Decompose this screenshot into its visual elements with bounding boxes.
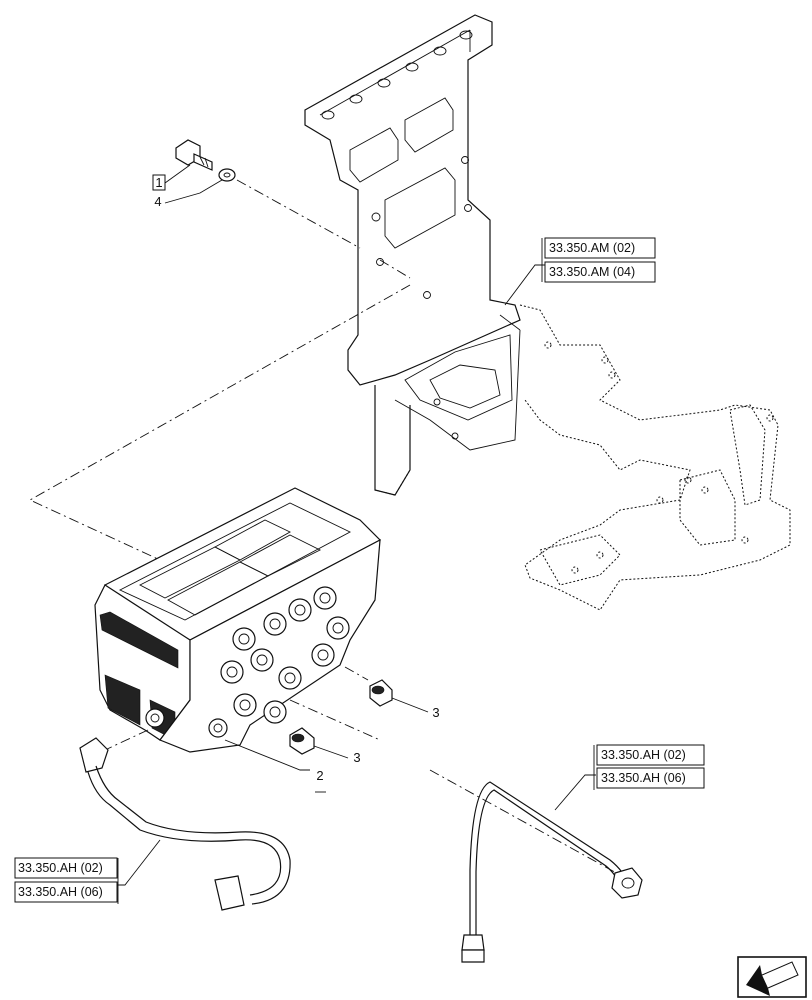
plug-part-lower: [289, 727, 315, 755]
pipe-right: [461, 781, 643, 963]
bolt-part: [175, 139, 213, 171]
callout-1: 1: [152, 164, 191, 191]
pipe-left-ref-bottom[interactable]: 33.350.AH (06): [14, 881, 118, 903]
callout-4: 4: [154, 179, 223, 209]
arrow-back-icon[interactable]: [737, 956, 807, 998]
pipe-centerline-right: [289, 699, 621, 876]
svg-text:33.350.AH (06): 33.350.AH (06): [601, 771, 686, 785]
pipe-centerline-left: [104, 729, 149, 751]
callout-2: 2: [224, 739, 326, 793]
control-module: [94, 487, 382, 753]
plug-upper-centerline: [344, 666, 369, 681]
callout-3-lower: 3: [313, 745, 361, 765]
pipe-left-ref-top[interactable]: 33.350.AH (02): [14, 857, 118, 879]
svg-text:33.350.AH (02): 33.350.AH (02): [18, 861, 103, 875]
svg-text:4: 4: [154, 194, 161, 209]
bracket-ref-leader: [504, 264, 545, 306]
pipe-right-ref-bottom[interactable]: 33.350.AH (06): [596, 767, 705, 789]
bolt-centerline: [236, 179, 411, 279]
pipe-right-ref-leader: [554, 774, 596, 811]
svg-text:3: 3: [432, 705, 439, 720]
svg-text:33.350.AH (06): 33.350.AH (06): [18, 885, 103, 899]
bracket-ref-bottom[interactable]: 33.350.AM (04): [544, 261, 656, 283]
svg-text:1: 1: [155, 175, 162, 190]
frame-outline: [374, 304, 791, 611]
callout-3-upper: 3: [391, 697, 440, 720]
svg-text:33.350.AM (04): 33.350.AM (04): [549, 265, 635, 279]
bracket-ref-top[interactable]: 33.350.AM (02): [544, 237, 656, 259]
mounting-bracket: [304, 14, 521, 496]
svg-text:33.350.AM (02): 33.350.AM (02): [549, 241, 635, 255]
pipe-left-ref-leader: [115, 839, 161, 886]
svg-text:33.350.AH (02): 33.350.AH (02): [601, 748, 686, 762]
svg-text:2: 2: [316, 768, 323, 783]
pipe-left: [79, 737, 291, 911]
plug-part-upper: [369, 679, 393, 707]
svg-text:3: 3: [353, 750, 360, 765]
mount-centerline-long: [29, 284, 411, 561]
washer-part: [218, 168, 236, 182]
pipe-right-ref-top[interactable]: 33.350.AH (02): [596, 744, 705, 766]
